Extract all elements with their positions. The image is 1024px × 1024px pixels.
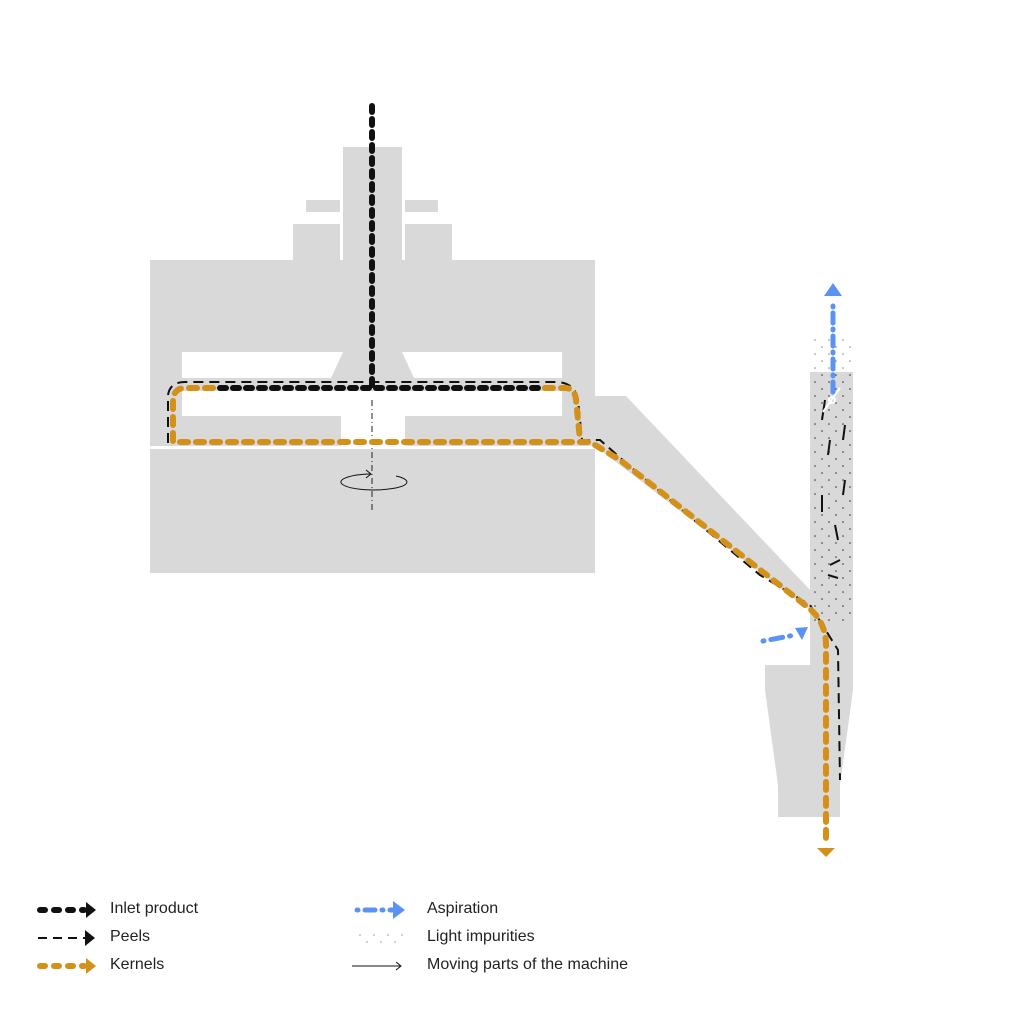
- damper-flap-icon: [822, 387, 841, 413]
- inlet-product-path: [217, 103, 548, 391]
- aspiration-inlet-path: [760, 632, 798, 644]
- legend-icons: [37, 901, 405, 974]
- legend-label-inlet: Inlet product: [110, 900, 199, 917]
- legend-label-moving: Moving parts of the machine: [427, 956, 628, 973]
- legend-label-aspiration: Aspiration: [427, 900, 499, 917]
- machine-body: [150, 147, 853, 817]
- kernels-path: [170, 385, 829, 848]
- legend-label-peels: Peels: [110, 928, 151, 945]
- legend-label-impurities: Light impurities: [427, 928, 535, 945]
- peels-path: [167, 381, 841, 781]
- cavities: [182, 352, 562, 446]
- aspiration-up-arrow-icon: [824, 283, 842, 296]
- aspiration-in-arrow-icon: [795, 627, 808, 640]
- light-impurities-area: [810, 372, 853, 622]
- kernels-outlet-arrow-icon: [817, 848, 835, 857]
- legend-label-kernels: Kernels: [110, 956, 165, 973]
- rotation-arrow-icon: [340, 469, 408, 491]
